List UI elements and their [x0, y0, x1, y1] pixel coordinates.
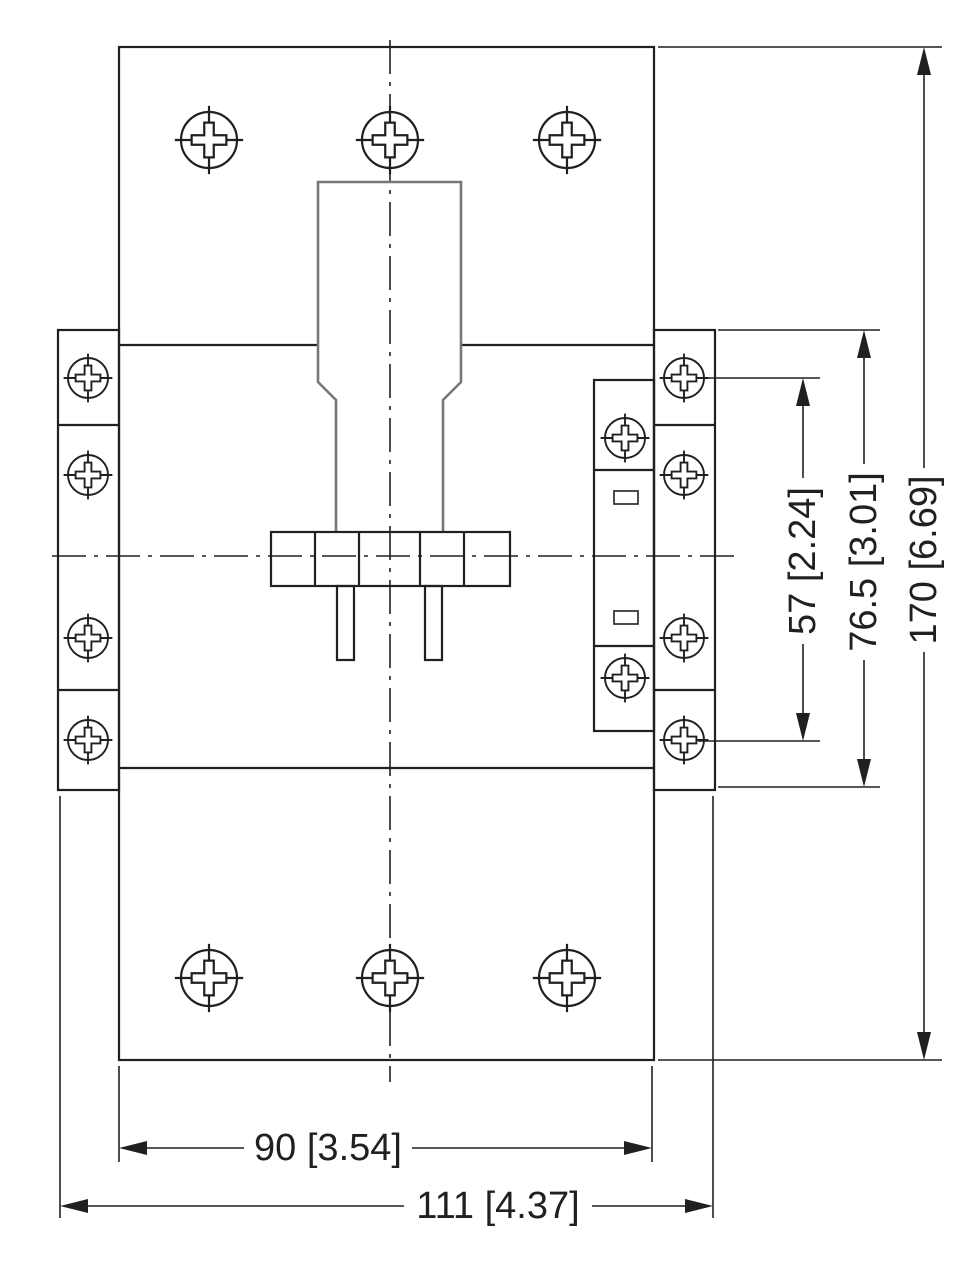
terminal-screws: [63, 105, 709, 1013]
dimension-height-aux: 57 [2.24]: [782, 378, 824, 741]
screw-icon: [600, 653, 650, 703]
screw-icon: [174, 105, 244, 175]
dimension-height-terminals: 76.5 [3.01]: [843, 330, 885, 787]
left-terminal-strip: [56, 328, 121, 792]
screw-icon: [659, 613, 709, 663]
dimension-label-width-inner: 90 [3.54]: [254, 1127, 402, 1169]
screw-icon: [532, 105, 602, 175]
dimension-height-overall: 170 [6.69]: [903, 47, 945, 1060]
screw-icon: [63, 353, 113, 403]
screw-icon: [600, 413, 650, 463]
dimension-label-height-overall: 170 [6.69]: [903, 475, 945, 644]
dimension-label-height-aux: 57 [2.24]: [782, 487, 824, 635]
contactor-body: [117, 45, 656, 1062]
dimension-label-height-terminals: 76.5 [3.01]: [843, 472, 885, 652]
screw-icon: [532, 943, 602, 1013]
actuator-handle: [316, 180, 463, 532]
auxiliary-contact-block: [592, 378, 656, 733]
screw-icon: [355, 105, 425, 175]
center-lines: [52, 40, 735, 1082]
screw-icon: [659, 450, 709, 500]
dimension-width-overall: 111 [4.37]: [60, 1185, 713, 1227]
screw-icon: [63, 613, 113, 663]
screw-icon: [174, 943, 244, 1013]
dimension-label-width-overall: 111 [4.37]: [416, 1185, 579, 1227]
screw-icon: [659, 715, 709, 765]
screw-icon: [63, 450, 113, 500]
extension-lines: [59, 46, 942, 1218]
screw-icon: [355, 943, 425, 1013]
indicator-block: [269, 530, 512, 662]
dimension-width-inner: 90 [3.54]: [119, 1127, 652, 1169]
screw-icon: [63, 715, 113, 765]
